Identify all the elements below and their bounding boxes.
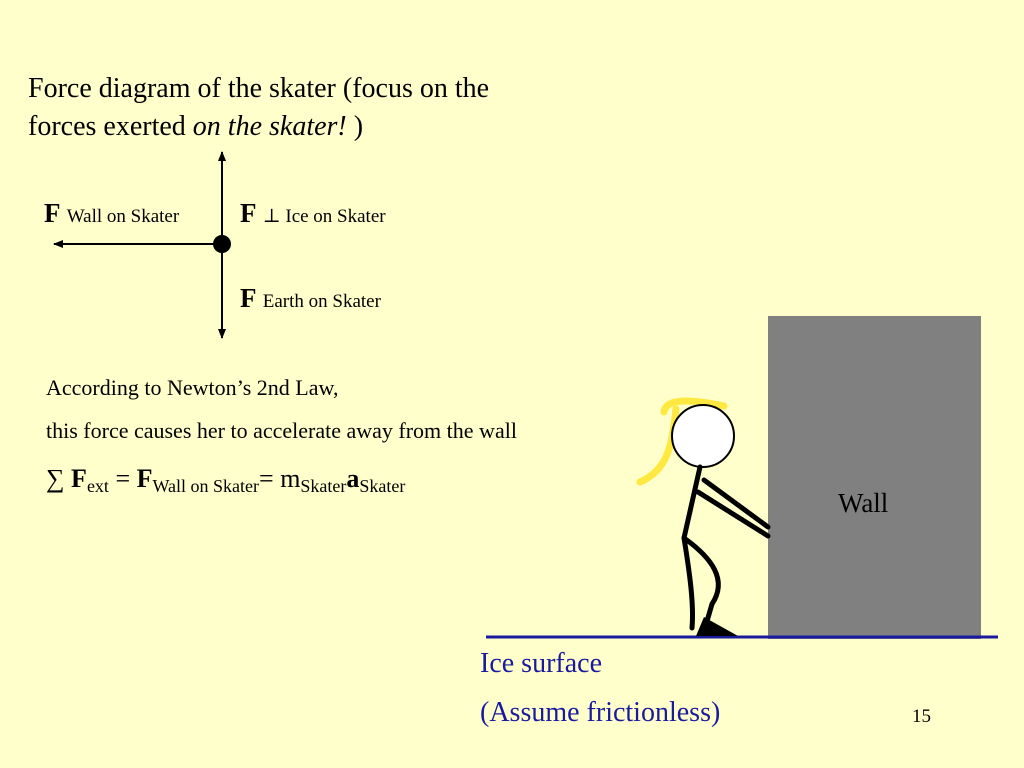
law-line-2: this force causes her to accelerate away…	[46, 418, 517, 443]
wall-block	[768, 316, 981, 639]
law-line-1: According to Newton’s 2nd Law,	[46, 375, 339, 400]
title-line-2: forces exerted on the skater! )	[28, 111, 364, 142]
force-label-wall: F Wall on Skater	[44, 198, 180, 228]
title-line-1: Force diagram of the skater (focus on th…	[28, 73, 490, 104]
ice-surface-label: Ice surface	[480, 648, 603, 679]
frictionless-note: (Assume frictionless)	[480, 697, 721, 728]
skater-figure	[636, 397, 771, 636]
force-label-ice: F ⊥ Ice on Skater	[240, 198, 386, 228]
wall-label: Wall	[838, 488, 889, 518]
skater-point	[213, 235, 231, 253]
newton-equation: ∑ Fext = FWall on Skater= mSkateraSkater	[46, 464, 406, 496]
page-number: 15	[912, 706, 931, 727]
slide-title: Force diagram of the skater (focus on th…	[28, 70, 489, 146]
force-label-earth: F Earth on Skater	[240, 283, 381, 313]
